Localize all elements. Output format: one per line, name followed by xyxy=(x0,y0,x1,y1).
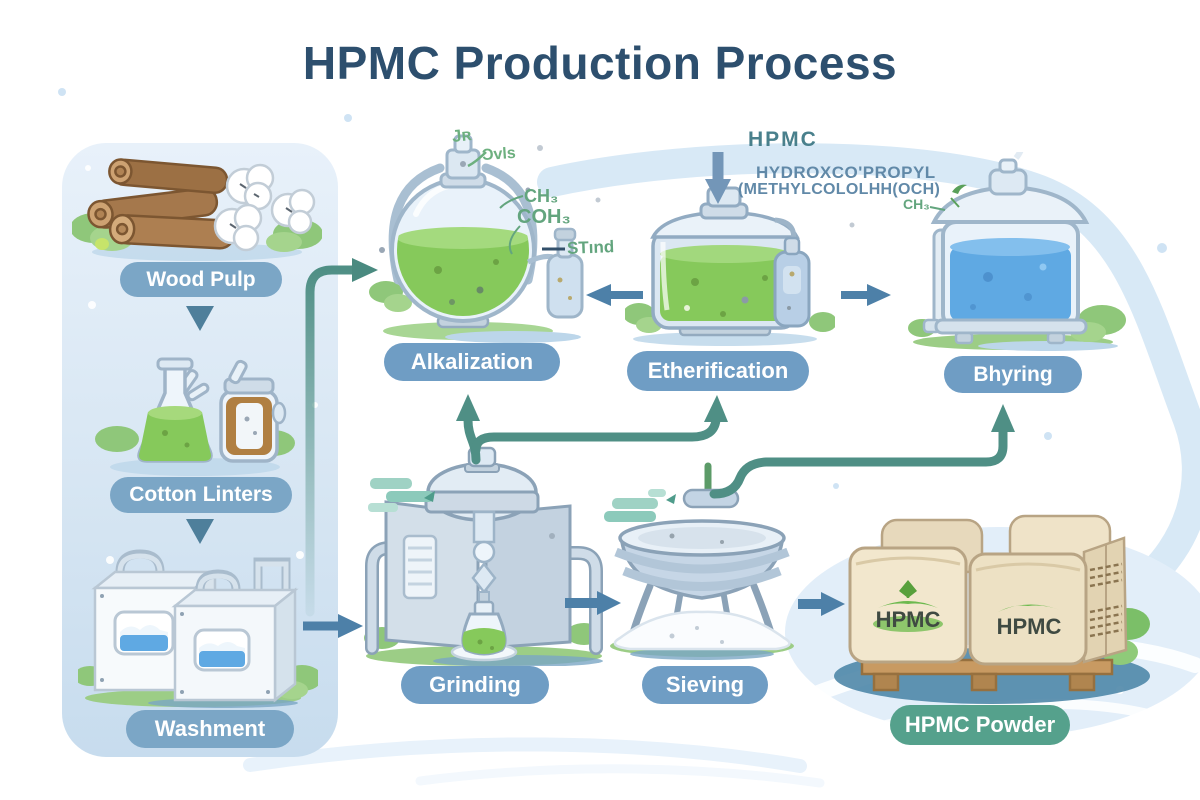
sieving-illustration xyxy=(610,462,794,660)
page-title: HPMC Production Process xyxy=(302,37,898,89)
annotation-alkalization-coh3: COH₃ xyxy=(517,206,571,228)
stage-label-alkalization: Alkalization xyxy=(384,343,560,381)
grinder-body-icon xyxy=(384,446,572,650)
stage-label-cotton-linters: Cotton Linters xyxy=(110,477,292,513)
annotation-alkalization-stand: STınd xyxy=(566,237,615,258)
collection-flask-icon xyxy=(450,600,518,662)
flask-icon xyxy=(137,357,213,463)
arrow-etherification-to-drying xyxy=(841,284,891,306)
gas-bottle-icon xyxy=(773,217,811,328)
stage-label-sieving: Sieving xyxy=(642,666,768,704)
etherification-illustration xyxy=(625,186,835,346)
drying-tank-icon xyxy=(922,152,1090,345)
bag-label-right: HPMC xyxy=(997,614,1062,639)
sieve-bowl-icon xyxy=(614,519,790,643)
stage-label-washment: Washment xyxy=(126,710,294,748)
cotton-linters-illustration xyxy=(95,357,295,476)
stage-label-hpmc-powder: HPMC Powder xyxy=(890,705,1070,745)
annotation-alkalization-top1: Jʀ xyxy=(451,125,473,146)
annotation-alkalization-ch3: CH₃ xyxy=(524,186,559,206)
side-bottle-icon xyxy=(526,227,584,319)
stage-label-drying: Bhyring xyxy=(944,356,1082,393)
stage-label-etherification: Etherification xyxy=(627,351,809,391)
drying-illustration xyxy=(908,152,1126,351)
annotation-etherification-hpmc: HPMC xyxy=(748,128,818,151)
wood-pulp-illustration xyxy=(72,158,322,261)
hpmc-bags-icon: HPMC HPMC xyxy=(848,514,1128,666)
alkalization-illustration xyxy=(369,134,584,343)
annotation-alkalization-top2: Ɔvls xyxy=(481,144,517,165)
annotation-etherification-ch3: CH₃ xyxy=(903,196,930,212)
stage-label-grinding: Grinding xyxy=(401,666,549,704)
annotation-etherification-line1: HYDROXCO'PROPYL xyxy=(756,163,936,182)
grinding-illustration xyxy=(364,446,603,666)
feed-hose-icon xyxy=(682,462,740,509)
hpmc-powder-illustration: HPMC HPMC xyxy=(834,514,1150,704)
jar-icon xyxy=(219,359,287,463)
log-stack-icon xyxy=(87,158,236,250)
reactor-flask-icon xyxy=(388,134,538,329)
annotation-etherification-line2: (METHYLCOLOLHH(OCH) xyxy=(738,181,941,198)
washer-box-front-icon xyxy=(171,557,299,703)
powder-pile-icon xyxy=(613,610,791,651)
reactor-vessel-icon xyxy=(650,186,800,337)
cotton-balls-icon xyxy=(213,163,316,252)
washment-illustration xyxy=(78,549,318,708)
stage-label-wood-pulp: Wood Pulp xyxy=(120,262,282,297)
bag-label-left: HPMC xyxy=(876,607,941,632)
